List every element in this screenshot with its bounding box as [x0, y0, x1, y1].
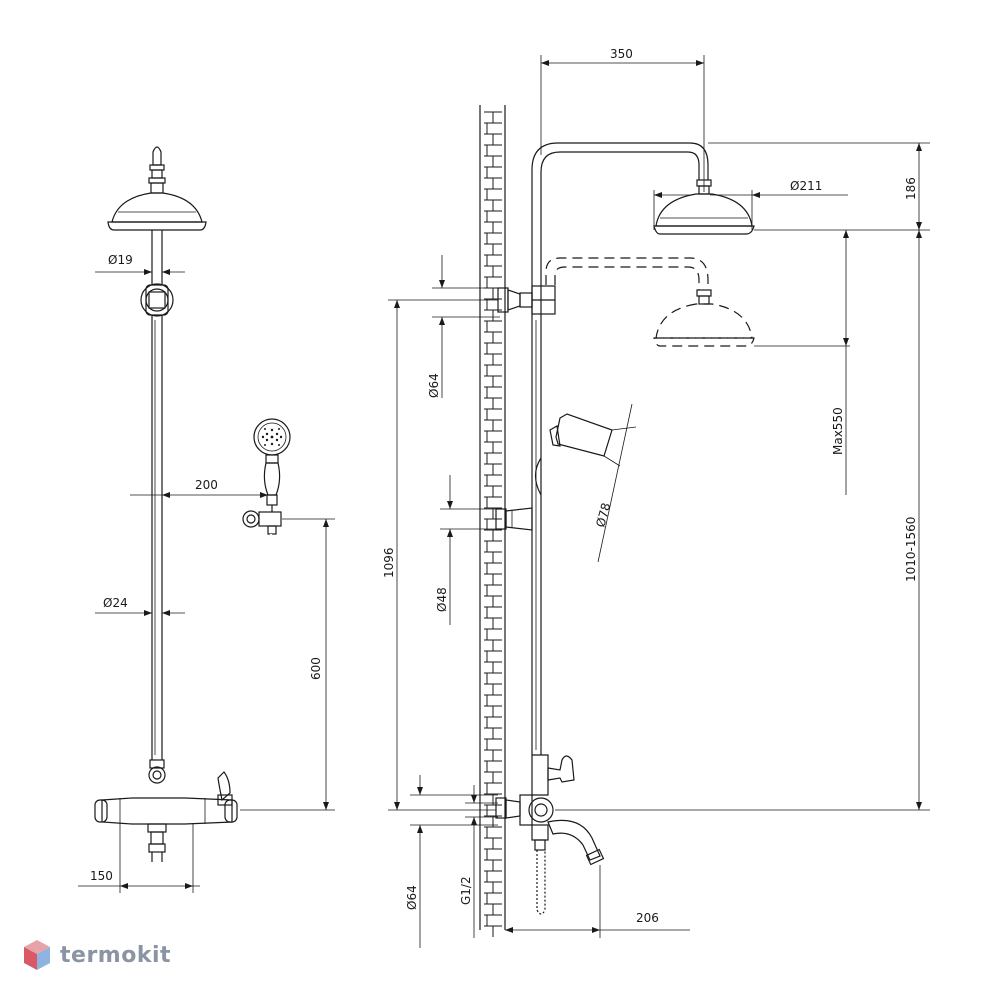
front-mixer	[94, 759, 238, 862]
dim-head-height: 186	[708, 142, 930, 231]
side-riser-pipe	[531, 142, 709, 755]
dim-head-height-label: 186	[904, 177, 918, 200]
dim-bracket-height-label: 1096	[382, 547, 396, 578]
dim-head-dia-label: Ø211	[790, 179, 822, 193]
front-hose	[158, 533, 289, 908]
dim-dia-48: Ø48	[435, 475, 496, 625]
front-hand-holder	[242, 505, 282, 535]
dim-dia-24-label: Ø24	[103, 596, 128, 610]
cube-icon	[24, 940, 50, 970]
dim-top-width: 350	[540, 47, 705, 192]
front-riser-pipe	[151, 230, 163, 760]
brand-logo: termokit	[22, 938, 171, 972]
brick-wall	[479, 105, 506, 937]
dim-hand-dia: Ø78	[593, 403, 637, 563]
dim-top-width-label: 350	[610, 47, 633, 61]
side-shower-head-lowered	[545, 257, 755, 347]
dim-hose-height: 600	[240, 518, 335, 811]
side-wall-bracket	[497, 285, 556, 315]
dim-dia-48-label: Ø48	[435, 587, 449, 612]
front-hand-shower	[253, 418, 291, 506]
dim-spout-label: 206	[636, 911, 659, 925]
dim-thread: G1/2	[459, 785, 498, 938]
dim-dia-19: Ø19	[95, 253, 185, 275]
dim-hand-dia-label: Ø78	[593, 501, 613, 528]
brand-name: termokit	[60, 942, 172, 968]
dim-thread-label: G1/2	[459, 876, 473, 905]
dim-mixer-width: 150	[78, 824, 200, 893]
dim-dia-64-bottom: Ø64	[405, 775, 498, 948]
dim-total-height-label: 1010-1560	[904, 517, 918, 582]
dim-total-height: 1010-1560	[555, 230, 930, 811]
dim-max-adjust: Max550	[754, 230, 850, 495]
dim-hand-offset-label: 200	[195, 478, 218, 492]
front-view: Ø19	[78, 146, 335, 908]
dim-spout: 206	[505, 865, 690, 938]
dim-max-adjust-label: Max550	[831, 407, 845, 455]
dim-hand-offset: 200	[130, 478, 268, 498]
dim-bracket-height: 1096	[382, 299, 498, 811]
side-hand-shower	[534, 413, 613, 496]
dim-mixer-width-label: 150	[90, 869, 113, 883]
dim-dia-24: Ø24	[95, 596, 185, 616]
side-mixer	[495, 754, 605, 915]
dim-dia-64-bottom-label: Ø64	[405, 885, 419, 910]
side-view: 350 Ø211 186 Max550	[382, 47, 930, 948]
side-hand-holder	[495, 507, 533, 531]
dim-dia-64-top: Ø64	[427, 255, 500, 398]
dim-head-dia: Ø211	[653, 179, 848, 230]
dim-dia-19-label: Ø19	[108, 253, 133, 267]
dim-dia-64-top-label: Ø64	[427, 373, 441, 398]
front-wall-bracket	[140, 283, 174, 317]
front-shower-head	[107, 146, 207, 231]
dim-hose-height-label: 600	[309, 657, 323, 680]
